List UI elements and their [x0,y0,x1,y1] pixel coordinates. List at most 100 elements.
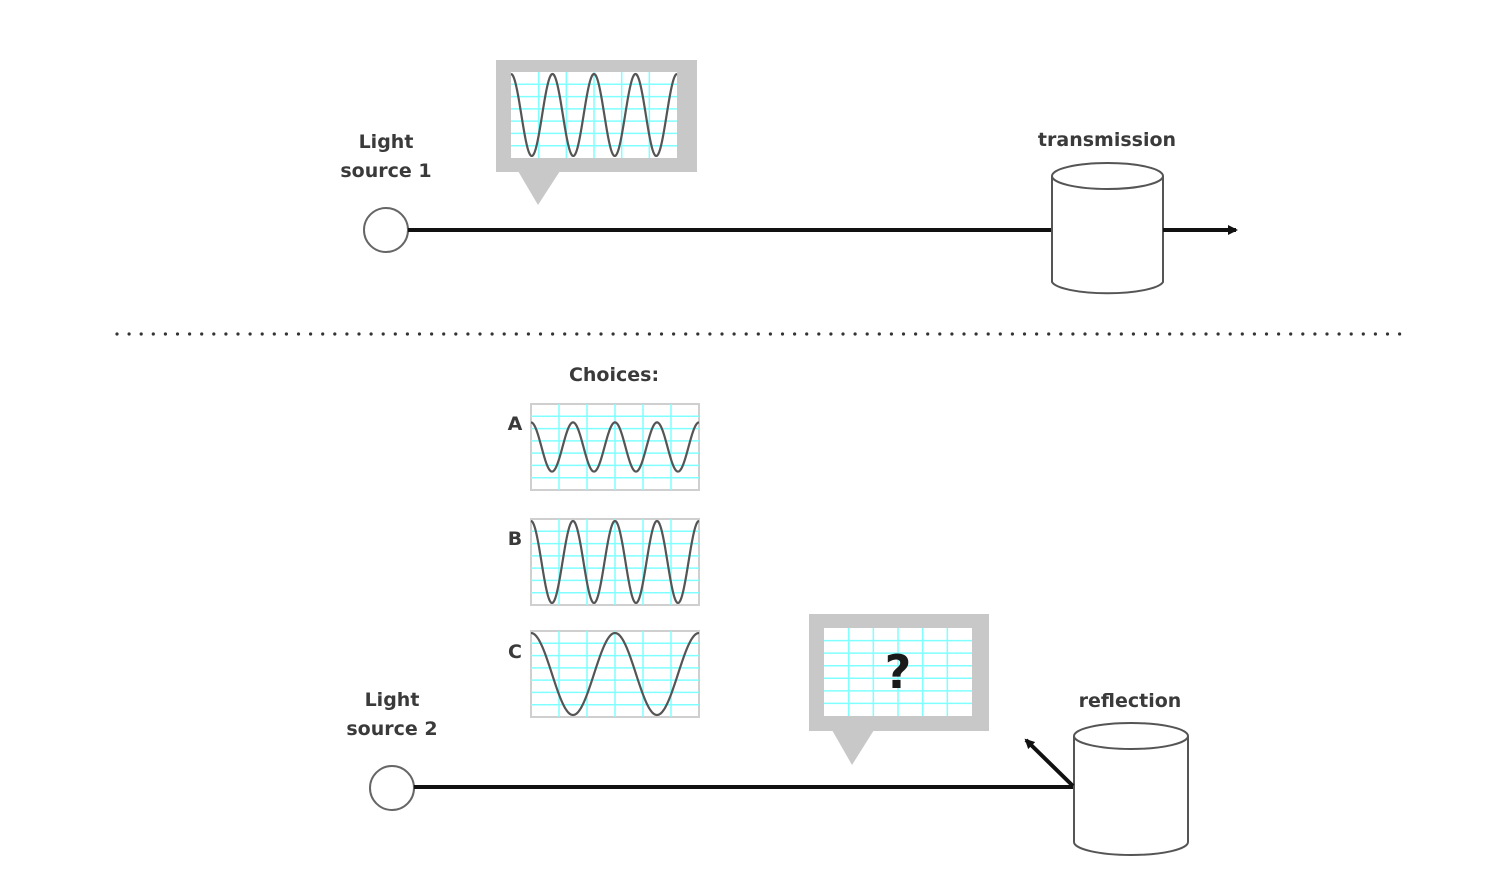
divider-dot [829,332,833,336]
divider-dot [1361,332,1365,336]
divider-dot [260,332,264,336]
divider-dot [1337,332,1341,336]
divider-dot [248,332,252,336]
divider-dot [756,332,760,336]
divider-dot [1289,332,1293,336]
divider-dot [381,332,385,336]
sine-wave [530,421,700,473]
divider-dot [1216,332,1220,336]
divider-dot [780,332,785,336]
divider-dot [1192,332,1196,336]
divider-dot [1071,332,1075,336]
divider-dot [454,332,458,336]
top-panel: Light source 1 transmission [340,60,1238,295]
divider-dot [188,332,192,336]
divider-dot [647,332,652,336]
divider-dot [926,332,930,336]
transmission-label: transmission [1038,129,1176,151]
divider-dot [865,332,869,336]
divider-dot [817,332,821,336]
divider-dot [623,332,627,336]
choice-c[interactable]: C [508,630,700,718]
divider-dot [272,332,276,336]
divider-dot [1373,332,1377,336]
reflection-label: reflection [1079,690,1182,712]
divider-dot [333,332,337,336]
divider-dot [1010,332,1015,336]
divider-dot [1313,332,1317,336]
divider-dot [151,332,155,336]
divider-dot [538,332,543,336]
transmission-cylinder-icon [1051,162,1164,295]
callout-tail [832,730,874,765]
divider-dot [212,332,216,336]
divider-dot [200,332,204,336]
divider-dot [841,332,845,336]
divider-dot [732,332,736,336]
reflection-cylinder-icon [1073,722,1189,856]
divider-dot [1168,332,1172,336]
divider-dot [1277,332,1281,336]
divider-dot [962,332,966,336]
sine-wave [510,72,678,158]
divider-dot [1131,332,1135,336]
choice-a[interactable]: A [508,403,700,491]
divider-dot [1325,332,1329,336]
divider-dot [659,332,664,336]
divider-dot [744,332,748,336]
divider-dot [417,332,422,336]
divider-dot [1204,332,1208,336]
divider-dot [357,332,361,336]
divider-dot [115,332,119,336]
unknown-waveform-plot [824,628,972,716]
divider-dot [889,332,894,336]
callout-tail [518,171,560,205]
choices-title: Choices: [569,364,659,386]
divider-dot [950,332,954,336]
divider-dot [139,332,143,336]
divider-dot [1035,332,1039,336]
divider-dot [1095,332,1099,336]
divider-dot [575,332,579,336]
divider-dot [696,332,700,336]
choice-c-letter: C [508,641,522,663]
divider-dot [551,332,555,336]
divider-dot [672,332,676,336]
divider-dot [805,332,809,336]
choice-b-letter: B [508,528,522,550]
divider-dot [1385,332,1390,336]
divider-dot [1047,332,1051,336]
choice-a-waveform-plot[interactable] [530,403,700,491]
light-source-1-label-line1: Light [359,131,414,153]
sine-wave [530,519,700,605]
divider-dot [369,332,373,336]
top-waveform-callout [496,60,697,205]
divider-dot [430,332,434,336]
divider-dot [1156,332,1160,336]
divider-dot [514,332,518,336]
divider-dot [853,332,857,336]
divider-dot [1301,332,1305,336]
top-waveform-plot [510,72,678,158]
divider-dot [611,332,615,336]
choice-c-waveform-plot[interactable] [530,630,700,718]
divider-dot [1059,332,1063,336]
light-source-1-icon [363,207,409,253]
divider-dot [938,332,942,336]
divider-dot [1264,332,1269,336]
dotted-divider [115,332,1402,336]
divider-dot [321,332,325,336]
divider-dot [224,332,228,336]
divider-dot [236,332,240,336]
divider-dot [393,332,397,336]
choice-b[interactable]: B [508,518,700,606]
divider-dot [405,332,409,336]
choice-b-waveform-plot[interactable] [530,518,700,606]
light-source-1-label-line2: source 1 [340,160,431,182]
divider-dot [599,332,603,336]
reflected-beam-arrow [1024,738,1075,788]
divider-dot [175,332,180,336]
divider-dot [490,332,494,336]
divider-dot [309,332,313,336]
light-source-2-label-line1: Light [365,689,420,711]
